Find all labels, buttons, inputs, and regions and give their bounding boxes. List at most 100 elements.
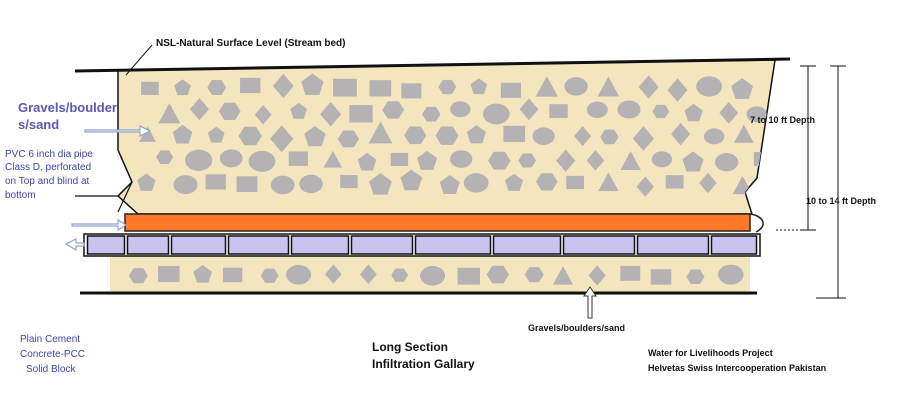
gravel-stone — [524, 267, 544, 283]
pcc-block — [492, 235, 562, 255]
pcc-block — [562, 235, 636, 255]
gravel-stone — [158, 103, 181, 124]
pcc-label-line1: Plain Cement — [20, 334, 81, 345]
gravel-stone — [598, 172, 619, 192]
gravel-stone — [665, 175, 684, 189]
credit-line1: Water for Livelihoods Project — [648, 348, 773, 358]
gravel-stone — [699, 172, 717, 194]
gravel-stone — [240, 77, 261, 94]
nsl-line — [74, 57, 791, 73]
gravel-stone — [156, 150, 174, 165]
gravel-stone — [439, 175, 460, 194]
gravel-stone — [746, 106, 767, 123]
left-break-edge — [75, 181, 133, 213]
pcc-label-line2: Concrete-PCC — [20, 349, 86, 360]
gravel-stone — [141, 81, 159, 95]
gravel-stone — [218, 102, 241, 120]
depth-dimension-lines — [776, 65, 846, 299]
pcc-block — [227, 235, 290, 255]
gravel-stone — [588, 265, 606, 286]
gravel-stone — [636, 176, 654, 197]
gravel-stone — [574, 126, 592, 147]
gravel-stone — [185, 149, 213, 171]
gravel-stone — [404, 126, 427, 145]
gravels-label-line2: s/sand — [18, 117, 60, 132]
gravel-stone — [324, 264, 342, 284]
gravel-stone — [359, 264, 377, 285]
pcc-block-row — [83, 233, 761, 257]
gravel-stone — [450, 101, 471, 118]
gravel-stone — [638, 75, 659, 99]
gravel-stone — [301, 73, 324, 95]
gravel-stone — [207, 126, 225, 143]
gravel-stone — [463, 173, 489, 193]
gravel-stone — [286, 265, 312, 285]
gravel-stone — [219, 149, 243, 168]
gravel-stone — [369, 173, 392, 195]
gravel-stone — [500, 82, 522, 98]
gravel-stone — [391, 268, 409, 282]
gravel-stone — [703, 128, 725, 145]
gravel-stone — [651, 151, 673, 168]
perforated-pipe — [124, 213, 751, 232]
pvc-label-line2: Class D, perforated — [5, 162, 92, 173]
gravel-stone — [333, 78, 357, 97]
gravel-stone — [128, 268, 148, 284]
gravel-stone — [207, 79, 227, 95]
pcc-block — [710, 235, 758, 255]
gravel-stone — [299, 174, 323, 194]
gravel-stone — [652, 104, 670, 119]
gravel-stone — [205, 174, 226, 190]
gravel-stone — [457, 267, 480, 285]
gravel-stone — [682, 151, 704, 172]
gravel-stone — [382, 101, 405, 119]
gravel-stone — [549, 104, 568, 119]
gravel-stone — [450, 150, 473, 168]
gravel-stone — [270, 175, 295, 195]
gravel-stone — [254, 104, 272, 125]
gravel-stone — [174, 79, 191, 96]
gravel-stone — [337, 130, 360, 148]
gravel-stone — [620, 265, 641, 281]
gravel-stone — [650, 269, 672, 285]
gravel-stone — [248, 150, 276, 172]
depth-label-1: 7 to 10 ft Depth — [750, 115, 816, 125]
gravel-stone — [290, 102, 307, 119]
pcc-block — [126, 235, 170, 255]
gravel-stone — [532, 127, 555, 145]
pvc-label-line4: bottom — [5, 190, 36, 201]
gravel-stone — [193, 264, 212, 283]
pcc-block — [414, 235, 492, 255]
gravel-stone — [671, 122, 691, 146]
depth-label-2: 10 to 14 ft Depth — [806, 196, 877, 206]
gravel-stone — [323, 150, 343, 168]
gravel-stone — [470, 78, 488, 95]
gravel-stone — [368, 121, 393, 144]
gravel-stone — [400, 169, 423, 191]
gravel-stone — [620, 151, 641, 171]
gravel-stone — [505, 173, 524, 191]
gravel-stone — [349, 105, 373, 123]
gravel-stone — [270, 125, 294, 153]
block-arrow — [64, 238, 85, 252]
gravel-stone — [600, 129, 619, 145]
gravel-stone — [566, 175, 584, 190]
pcc-block — [350, 235, 414, 255]
pcc-block — [170, 235, 227, 255]
gravel-stone — [714, 153, 739, 172]
gravel-stone — [718, 264, 744, 285]
gravel-stone — [158, 265, 180, 283]
gravel-stone — [734, 124, 754, 143]
gravel-stone — [488, 151, 511, 170]
stones-lower — [128, 264, 744, 286]
gravels-arrow — [84, 125, 152, 137]
pipe-end-cap — [749, 213, 764, 233]
gravel-stone — [420, 265, 446, 286]
gravel-stone — [731, 78, 754, 99]
gravel-stone — [552, 266, 574, 285]
title-line1: Long Section — [372, 340, 448, 354]
gravel-stone — [617, 100, 641, 119]
gravel-stone — [288, 151, 308, 166]
